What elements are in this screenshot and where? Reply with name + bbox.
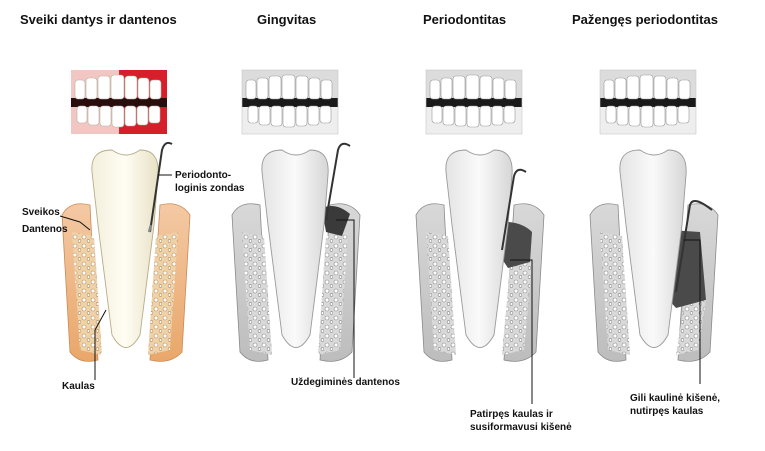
label-bone-loss: Patirpęs kaulas ir susiformavusi kišenė	[470, 408, 572, 434]
title-gingivitis: Gingvitas	[257, 12, 317, 27]
photo-advanced-periodontitis	[599, 69, 697, 135]
label-probe-line-1: Periodonto-	[175, 170, 232, 181]
section-advanced-periodontitis	[589, 149, 719, 362]
label-bone-loss-line-1: Patirpęs kaulas ir	[470, 409, 553, 420]
section-healthy	[61, 141, 191, 362]
title-healthy: Sveiki dantys ir dantenos	[20, 12, 177, 27]
label-probe-line-2: loginis zondas	[175, 183, 245, 194]
photo-gingivitis	[241, 69, 339, 135]
label-bone: Kaulas	[62, 381, 95, 392]
title-advanced-periodontitis: Pažengęs periodontitas	[572, 12, 718, 27]
section-gingivitis	[231, 142, 361, 362]
label-deep-pocket-line-1: Gili kaulinė kišenė,	[630, 393, 721, 404]
section-periodontitis	[415, 149, 545, 362]
photo-healthy	[71, 70, 167, 134]
label-bone-loss-line-2: susiformavusi kišenė	[470, 422, 572, 433]
photo-periodontitis	[425, 69, 523, 135]
label-healthy-gums-line-2: Dantenos	[22, 224, 68, 235]
leader-lines	[59, 174, 701, 404]
label-deep-pocket-line-2: nutirpęs kaulas	[630, 406, 704, 417]
label-deep-pocket: Gili kaulinė kišenė, nutirpęs kaulas	[630, 392, 720, 418]
label-inflamed-gums: Uždegiminės dantenos	[291, 377, 400, 388]
label-healthy-gums: Sveikos Dantenos	[22, 206, 68, 236]
title-periodontitis: Periodontitas	[423, 12, 507, 27]
label-probe: Periodonto- loginis zondas	[175, 169, 244, 195]
label-healthy-gums-line-1: Sveikos	[22, 207, 60, 218]
